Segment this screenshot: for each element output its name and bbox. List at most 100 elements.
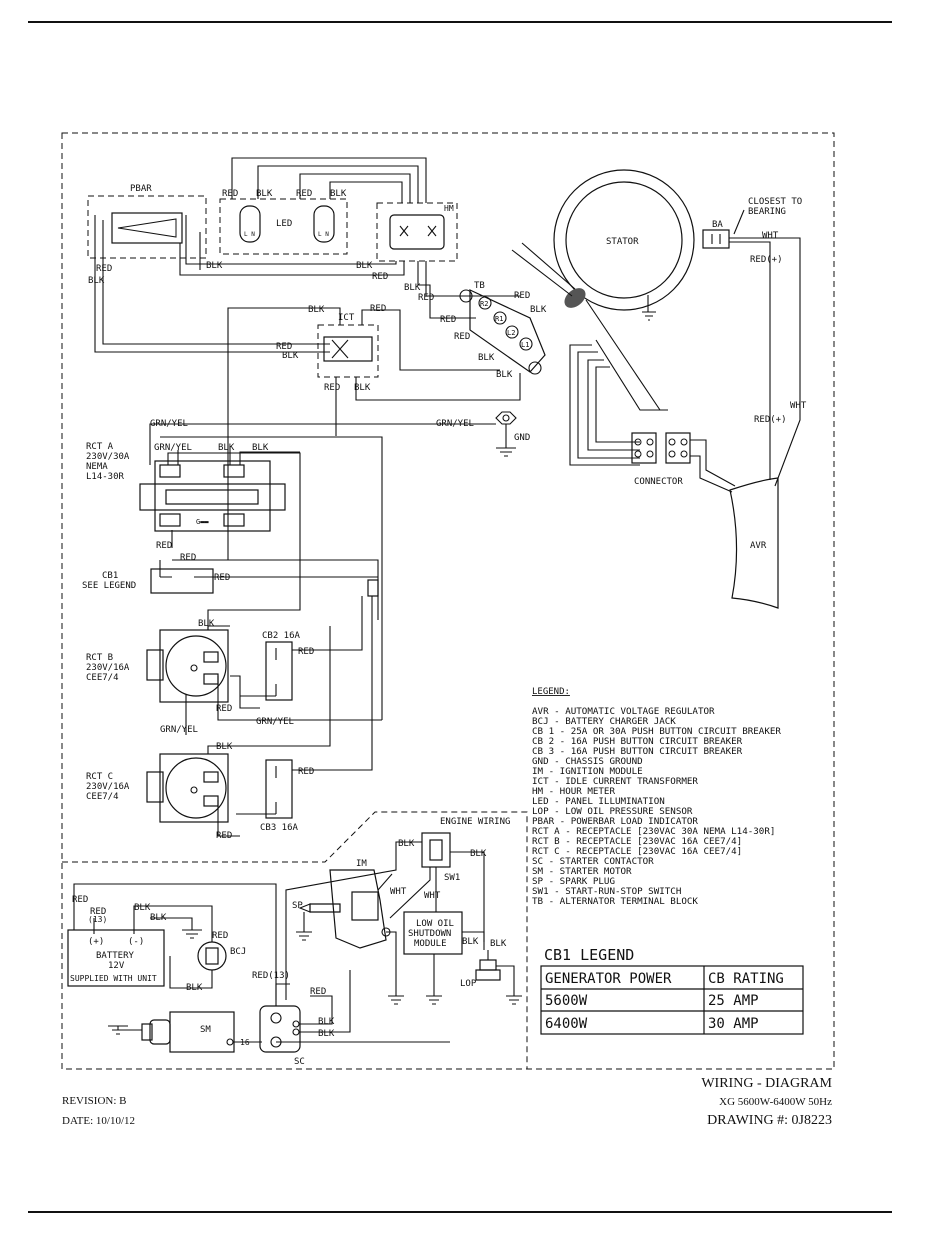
wire-label: BLK [530, 305, 547, 315]
wire-label: BLK [490, 939, 507, 949]
wire-label: BLK [256, 189, 273, 199]
svg-text:L N: L N [244, 231, 255, 238]
sw1: SW1 [421, 832, 460, 883]
engine-wiring-label: ENGINE WIRING [440, 817, 510, 827]
wire-label: RED [72, 895, 88, 905]
legend-item: PBAR - POWERBAR LOAD INDICATOR [532, 816, 698, 827]
svg-text:G▬▬: G▬▬ [196, 518, 209, 526]
cb1-cell: 5600W [545, 993, 588, 1009]
wire-label: RED [370, 304, 386, 314]
wire-label: RED [216, 831, 232, 841]
component-label: NEMA [86, 462, 108, 472]
wire-label: BLK [354, 383, 371, 393]
connector-label: CONNECTOR [634, 477, 683, 487]
cb1-legend-title: CB1 LEGEND [544, 946, 634, 964]
component-label: RCT C [86, 772, 113, 782]
wire-label: BLK [216, 742, 233, 752]
wire-label: BLK [318, 1029, 335, 1039]
legend-item: SM - STARTER MOTOR [532, 866, 632, 877]
wire-label: BLK [404, 283, 421, 293]
wire-label: BLK [218, 443, 235, 453]
tb-label: TB [474, 281, 485, 291]
led-label: LED [276, 219, 292, 229]
stator-label: STATOR [606, 237, 639, 247]
wire-label: RED [276, 342, 292, 352]
legend-item: LED - PANEL ILLUMINATION [532, 796, 665, 807]
component-label: SP [292, 901, 303, 911]
wire-label: BLK [198, 619, 215, 629]
hm-label: HM [444, 204, 454, 213]
component-label: LOW OIL [416, 919, 454, 929]
wire-label: BLK [134, 903, 151, 913]
cb1-cell: 30 AMP [708, 1016, 759, 1032]
pbar: PBAR [87, 184, 207, 259]
component-label: BCJ [230, 947, 246, 957]
hour-meter: HM [376, 202, 458, 262]
wire-label: BLK [150, 913, 167, 923]
wire-label: BLK [470, 849, 487, 859]
drawing-number: DRAWING #: 0J8223 [707, 1113, 832, 1128]
legend-item: CB 3 - 16A PUSH BUTTON CIRCUIT BREAKER [532, 746, 743, 757]
closest-to-label: CLOSEST TO [748, 197, 802, 207]
component-label: MODULE [414, 939, 447, 949]
wire-label: WHT [762, 231, 779, 241]
wire-label: WHT [390, 887, 407, 897]
cb1-cell: 25 AMP [708, 993, 759, 1009]
cb3: CB3 16A [260, 759, 299, 833]
wire-label: RED [298, 647, 314, 657]
avr: AVR [729, 477, 779, 609]
wire-label: RED [372, 272, 388, 282]
legend-item: ICT - IDLE CURRENT TRANSFORMER [532, 776, 698, 787]
svg-text:L N: L N [318, 231, 329, 238]
wire-label: RED [222, 189, 238, 199]
component-label: R2 [480, 300, 488, 308]
ict-label: ICT [338, 313, 355, 323]
spark-plug: SP [292, 901, 341, 913]
terminal-block: R2 R1 L2 L1 TB [459, 281, 546, 375]
wire-label: WHT [424, 891, 441, 901]
engine-region [62, 811, 528, 1069]
component-label: SM [200, 1025, 211, 1035]
starter-contactor: SC [259, 1005, 305, 1067]
legend-item: RCT C - RECEPTACLE [230VAC 16A CEE7/4] [532, 846, 742, 857]
wire-label: RED [214, 573, 230, 583]
cb1: CB1 SEE LEGEND [82, 568, 214, 594]
wire-label: BLK [206, 261, 223, 271]
wire-label: BLK [398, 839, 415, 849]
component-label: (13) [88, 915, 107, 924]
wire-label: RED [418, 293, 434, 303]
cb1-header-rating: CB RATING [708, 971, 784, 987]
component-label: CEE7/4 [86, 792, 119, 802]
wire-label: BLK [308, 305, 325, 315]
diagram-title: WIRING - DIAGRAM [701, 1076, 832, 1091]
wire-label: BLK [252, 443, 269, 453]
wire-label: BLK [496, 370, 513, 380]
wire-label: WHT [790, 401, 807, 411]
component-label: IM [356, 859, 367, 869]
component-label: SW1 [444, 873, 460, 883]
wire-label: RED [298, 767, 314, 777]
battery: (+) (-) BATTERY 12V SUPPLIED WITH UNIT [67, 929, 165, 987]
wire-label: BLK [186, 983, 203, 993]
component-label: SHUTDOWN [408, 929, 451, 939]
component-label: RED(13) [252, 971, 290, 981]
component-label: SUPPLIED WITH UNIT [70, 974, 157, 983]
diagram-frame [61, 132, 835, 1070]
legend-item: HM - HOUR METER [532, 786, 615, 797]
component-label: SEE LEGEND [82, 581, 136, 591]
component-label: L2 [507, 329, 515, 337]
wire-label: RED [296, 189, 312, 199]
wire-label: RED [212, 931, 228, 941]
wire-label: GRN/YEL [150, 419, 188, 429]
component-label: BA [712, 220, 723, 230]
wire-label: BLK [330, 189, 347, 199]
component-label: 230V/16A [86, 663, 130, 673]
low-oil-module: LOW OIL SHUTDOWN MODULE [403, 911, 463, 955]
component-label: CEE7/4 [86, 673, 119, 683]
connector: CONNECTOR [631, 432, 691, 487]
wire-label: GRN/YEL [436, 419, 474, 429]
starter-motor: SM 16 [141, 1011, 250, 1053]
component-label: (+) [88, 937, 104, 947]
wire-label: RED [454, 332, 470, 342]
